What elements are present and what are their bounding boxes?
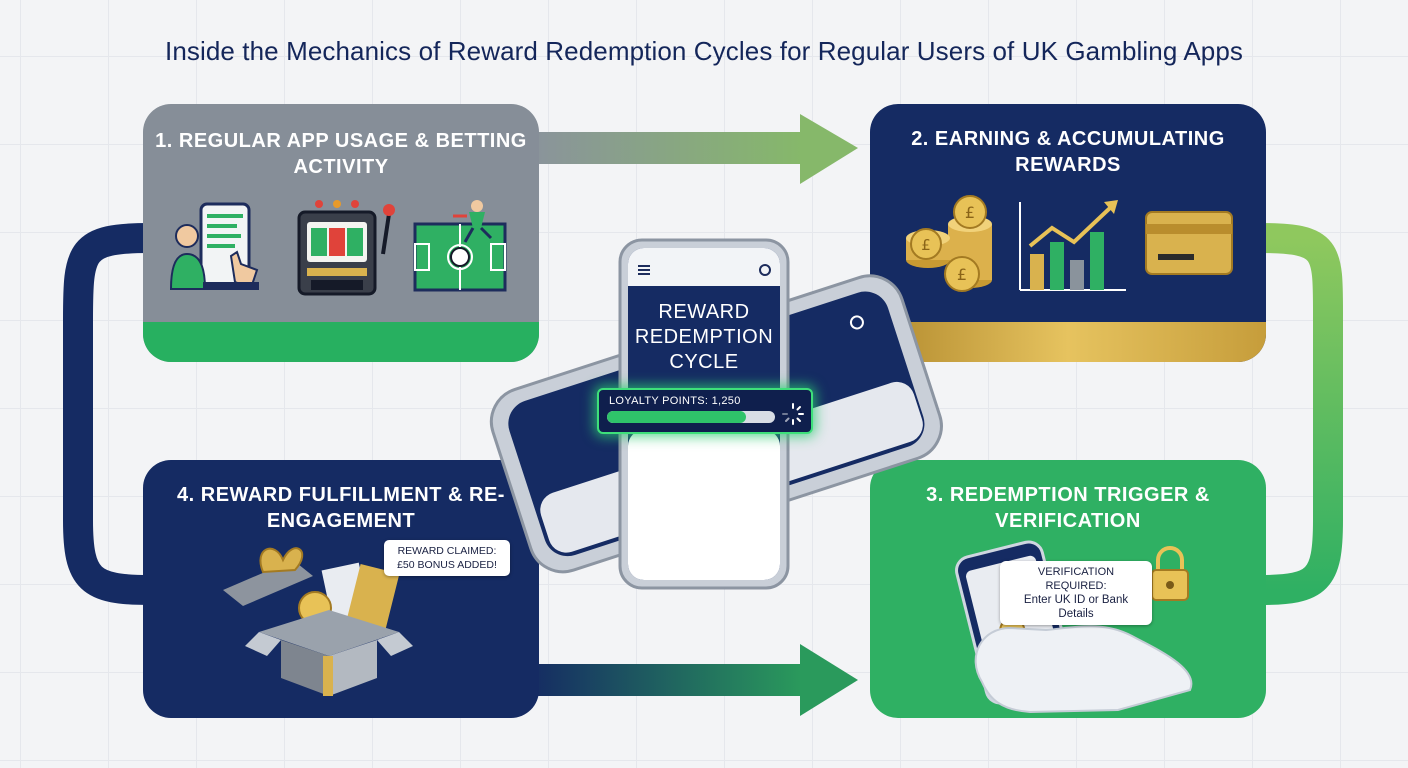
- panel-heading: 1. REGULAR APP USAGE & BETTING ACTIVITY: [155, 130, 527, 178]
- gold-card-icon: [1145, 211, 1233, 275]
- loyalty-points-label: LOYALTY POINTS: 1,250: [609, 395, 741, 407]
- football-pitch-icon: [413, 200, 507, 292]
- loop-left: [63, 223, 151, 605]
- cycle-title: REWARD REDEMPTION CYCLE: [634, 301, 774, 373]
- phone-user-icon: [169, 202, 259, 290]
- panel-band: [143, 322, 539, 362]
- growth-chart-icon: [1019, 200, 1126, 291]
- verification-callout: VERIFICATION REQUIRED: Enter UK ID or Ba…: [1000, 561, 1152, 625]
- panel-heading: 4. REWARD FULFILLMENT & RE-ENGAGEMENT: [177, 484, 505, 532]
- panel-usage-betting: 1. REGULAR APP USAGE & BETTING ACTIVITY: [143, 104, 539, 362]
- settings-icon: [759, 264, 771, 276]
- panel-illustrations: [169, 200, 507, 296]
- verification-callout-title: VERIFICATION REQUIRED:: [1037, 566, 1115, 592]
- loyalty-progress-fill: [607, 411, 747, 423]
- panel-illustrations: £ £ £: [906, 195, 1233, 292]
- svg-text:£: £: [957, 265, 967, 284]
- loyalty-points-widget: LOYALTY POINTS: 1,250: [597, 388, 813, 434]
- loading-spinner-icon: [782, 403, 804, 425]
- verification-callout-body: Enter UK ID or Bank Details: [1023, 594, 1129, 620]
- panel-fulfillment-reengagement: 4. REWARD FULFILLMENT & RE-ENGAGEMENT £: [143, 460, 539, 718]
- svg-text:£: £: [921, 236, 931, 254]
- arrow-top: [530, 114, 858, 184]
- reward-claimed-callout: REWARD CLAIMED: £50 BONUS ADDED!: [384, 540, 510, 576]
- panel-earning-rewards: 2. EARNING & ACCUMULATING REWARDS £ £ £: [870, 104, 1266, 362]
- arrow-bottom: [530, 644, 858, 716]
- loyalty-progress-track: [607, 411, 775, 423]
- panel-illustrations: £: [223, 547, 413, 696]
- padlock-icon: [1151, 546, 1189, 601]
- menu-icon: [638, 265, 650, 275]
- pound-coins-icon: £ £ £: [906, 195, 992, 292]
- page-title: Inside the Mechanics of Reward Redemptio…: [165, 36, 1243, 66]
- panel-heading: 2. EARNING & ACCUMULATING REWARDS: [911, 128, 1225, 176]
- svg-text:£: £: [965, 203, 975, 222]
- loop-right: [1259, 223, 1344, 605]
- gift-box-icon: £: [223, 547, 413, 696]
- panel-band-gold: [870, 322, 1266, 362]
- slot-machine-icon: [297, 200, 395, 296]
- panel-heading: 3. REDEMPTION TRIGGER & VERIFICATION: [926, 484, 1210, 532]
